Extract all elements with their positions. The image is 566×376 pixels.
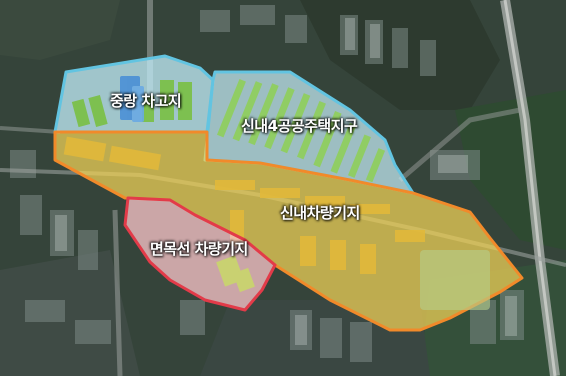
- zone-jungnang-depot[interactable]: [53, 54, 215, 134]
- zone-jungnang-buildings: [71, 80, 192, 128]
- zone-label-sinnae-vehicle-depot: 신내차량기지: [280, 204, 360, 222]
- zone-sinnae-vehicle-depot[interactable]: [53, 130, 524, 332]
- zone-label-jungnang-depot: 중랑 차고지: [110, 92, 182, 110]
- zone-label-sinnae4-housing: 신내4공공주택지구: [241, 117, 358, 135]
- zone-sinnae4-buildings: [216, 79, 386, 183]
- zone-sinnae-depot-buildings: [63, 136, 425, 274]
- zone-myeonmok-buildings: [216, 255, 255, 293]
- zone-myeonmok-vehicle-depot[interactable]: [123, 196, 277, 312]
- zone-label-myeonmok-vehicle-depot: 면목선 차량기지: [150, 240, 248, 258]
